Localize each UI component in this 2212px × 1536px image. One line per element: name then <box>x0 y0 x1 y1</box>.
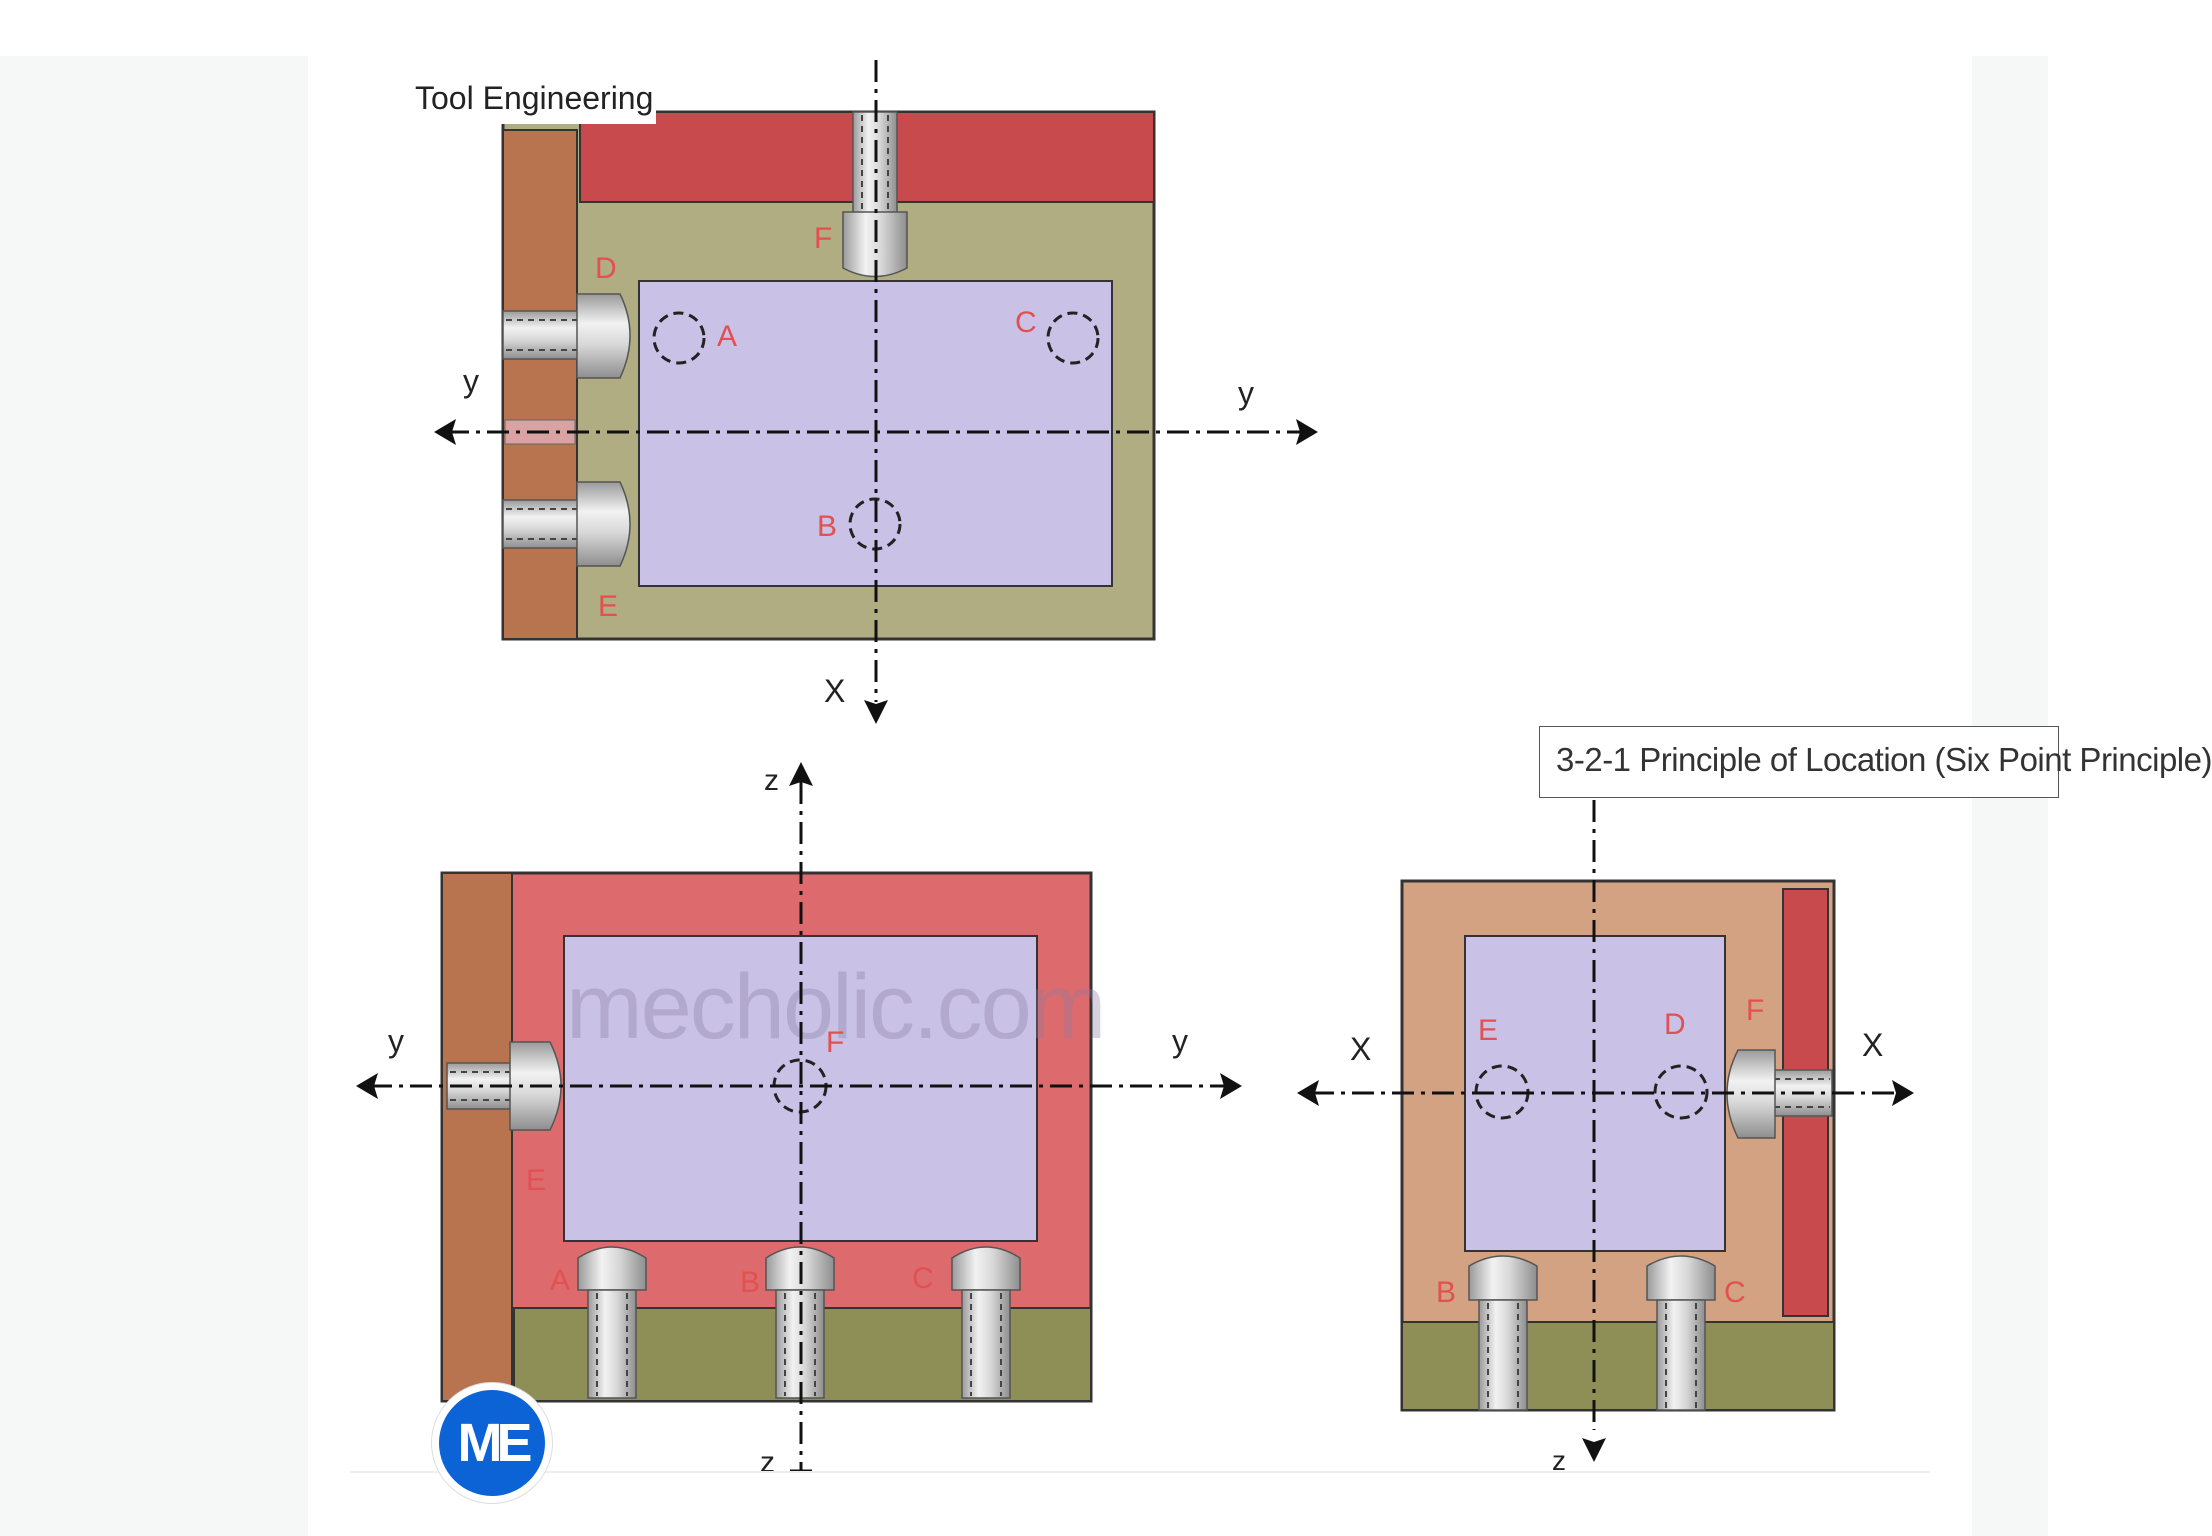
front-view-axis-z-top: z <box>764 764 779 797</box>
front-view-axis-y-right: y <box>1172 1023 1188 1059</box>
site-label-tab <box>398 70 656 124</box>
top-view-pin-e <box>502 481 631 567</box>
side-view-olive-plate <box>1401 1321 1835 1411</box>
side-view-point-d <box>1653 1064 1709 1120</box>
top-view-axis-y-left: y <box>463 363 479 399</box>
side-view-z-arrow-icon <box>1582 1438 1606 1462</box>
top-view-point-c <box>1046 311 1100 365</box>
front-view-y-arrow-left-icon <box>356 1073 378 1099</box>
top-view-axis-x: X <box>824 673 845 709</box>
top-view-label-b: B <box>817 510 837 543</box>
side-view-pin-b <box>1468 1255 1538 1411</box>
side-view-x-arrow-left-icon <box>1297 1080 1319 1106</box>
side-view-axis-x-right: X <box>1862 1027 1883 1063</box>
top-view-y-arrow-right-icon <box>1296 419 1318 445</box>
front-view-y-arrow-right-icon <box>1220 1073 1242 1099</box>
locating-principle-diagram: y y X A B C D E F Tool Engineering mecho… <box>350 60 1930 1479</box>
side-view-x-arrow-right-icon <box>1892 1080 1914 1106</box>
top-strip <box>0 0 2048 56</box>
top-view: y y X A B C D E F <box>434 60 1318 724</box>
top-view-label-d: D <box>595 252 617 285</box>
side-view-label-b: B <box>1436 1276 1456 1309</box>
top-view-label-f: F <box>814 222 832 255</box>
top-view-label-a: A <box>717 320 737 353</box>
front-view-axis-y-left: y <box>388 1023 404 1059</box>
front-view-pin-c <box>951 1246 1021 1399</box>
side-view-axis-x-left: X <box>1350 1031 1371 1067</box>
side-view-pin-c <box>1646 1255 1716 1411</box>
front-view-pin-a <box>577 1246 647 1399</box>
front-view-brown-plate <box>441 872 513 1402</box>
top-view-brown-plate <box>502 129 578 640</box>
top-view-pin-d <box>502 293 631 379</box>
front-view-watermark: mecholic.com <box>566 956 1104 1058</box>
front-view-label-b: B <box>740 1266 760 1299</box>
side-view-label-c: C <box>1724 1276 1746 1309</box>
top-view-point-a <box>652 311 706 365</box>
front-view-label-a: A <box>550 1264 570 1297</box>
front-view-label-c: C <box>912 1262 934 1295</box>
top-view-axis-y-right: y <box>1238 375 1254 411</box>
side-view-label-e: E <box>1478 1014 1498 1047</box>
top-view-x-arrow-icon <box>864 700 888 724</box>
top-view-label-c: C <box>1015 306 1037 339</box>
top-view-label-e: E <box>598 590 618 623</box>
front-view-axis-z-bottom: z <box>760 1446 775 1479</box>
side-view: X X z E D F B C <box>1297 800 1914 1476</box>
top-view-y-arrow-left-icon <box>434 419 456 445</box>
front-view-label-f: F <box>826 1026 844 1059</box>
front-view-z-arrow-icon <box>789 762 813 786</box>
side-view-label-d: D <box>1664 1008 1686 1041</box>
left-margin <box>0 56 308 1536</box>
side-view-axis-z: z <box>1552 1445 1566 1476</box>
side-view-label-f: F <box>1746 994 1764 1027</box>
front-view: mecholic.com <box>356 762 1242 1479</box>
front-view-label-e: E <box>526 1164 546 1197</box>
site-label: Tool Engineering <box>415 80 653 116</box>
site-logo[interactable]: ME <box>432 1383 552 1503</box>
diagram-caption: 3-2-1 Principle of Location (Six Point P… <box>1539 726 2212 798</box>
